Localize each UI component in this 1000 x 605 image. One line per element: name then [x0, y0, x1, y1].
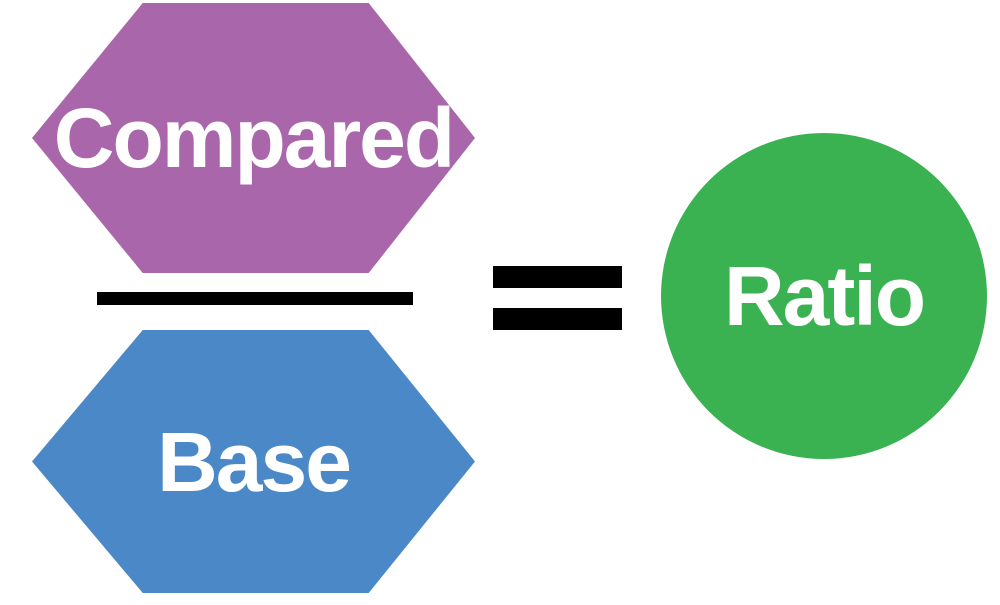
base-label: Base	[157, 414, 352, 509]
base-hexagon: Base	[32, 330, 475, 593]
ratio-label: Ratio	[724, 249, 926, 343]
compared-label: Compared	[53, 91, 455, 185]
equals-sign	[493, 266, 622, 330]
fraction-bar	[97, 292, 413, 305]
ratio-circle: Ratio	[661, 133, 987, 459]
equals-bar-bottom	[493, 308, 622, 330]
compared-hexagon: Compared	[32, 3, 475, 273]
equals-bar-top	[493, 266, 622, 288]
